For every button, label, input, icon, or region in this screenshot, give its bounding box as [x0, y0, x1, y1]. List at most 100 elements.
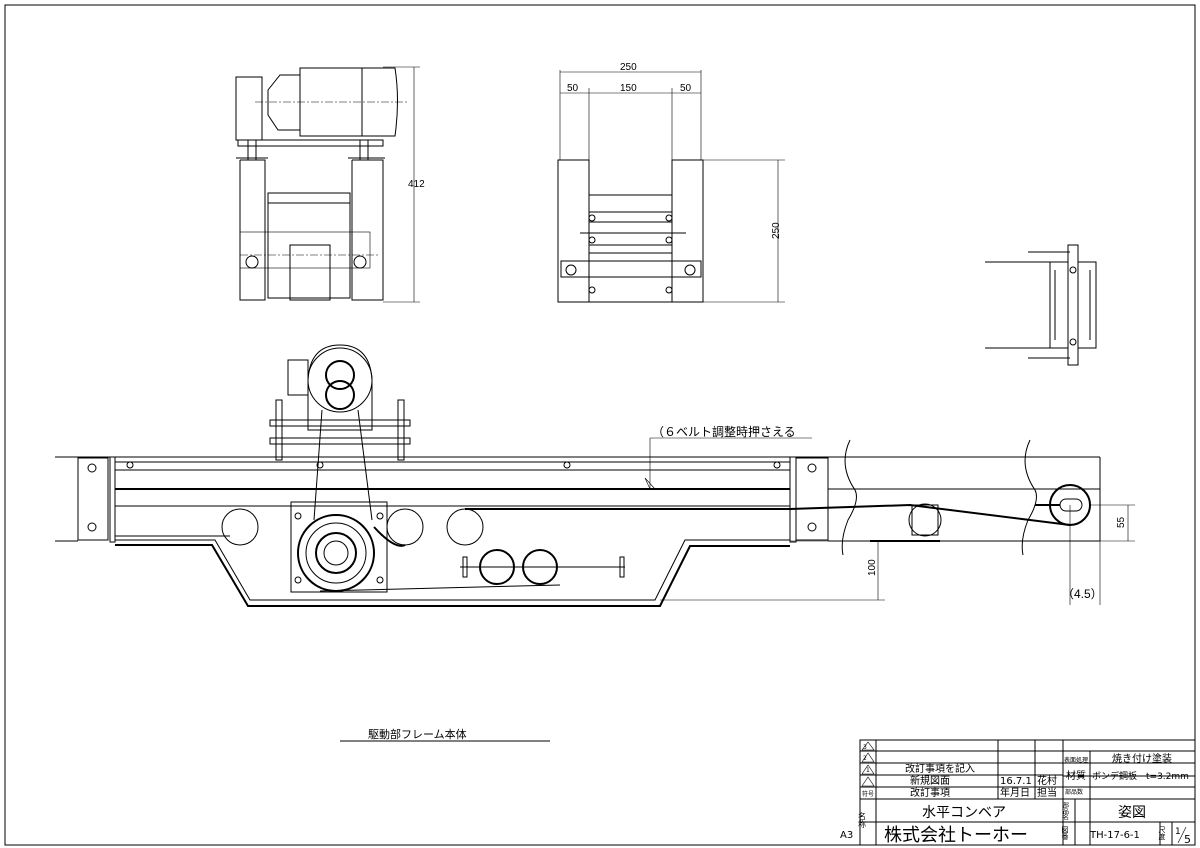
drawing-line [861, 741, 875, 751]
drawing-line [789, 456, 797, 543]
header-description: 改訂事項 [910, 786, 950, 799]
dim-offset: （4.5） [1062, 587, 1103, 601]
front-view: 250 50 150 50 250 [557, 62, 785, 303]
drawing-line [588, 214, 596, 222]
pulley [221, 508, 259, 546]
drawing-line [115, 544, 790, 607]
paper-size: A3 [840, 830, 853, 841]
dim-height-412: 412 [408, 179, 425, 190]
drawing-line [294, 512, 302, 520]
drawing-line [861, 764, 875, 775]
drawing-line [861, 752, 875, 763]
scale-denominator: 5 [1184, 833, 1191, 846]
drawing-line [376, 576, 384, 584]
product-name: 水平コンベア [922, 805, 1006, 821]
frame-left [236, 157, 268, 301]
cross-bar [560, 260, 702, 278]
drawing-line [1069, 266, 1077, 274]
frame-lower [115, 539, 790, 601]
drawing-line [359, 139, 369, 161]
drive-unit [267, 202, 351, 299]
material-value: ボンデ鋼板 t=3.2mm [1092, 770, 1189, 782]
drawing-line [109, 456, 116, 543]
drawing-line [315, 532, 357, 574]
part-name-label: 部品名 [1062, 801, 1069, 821]
drawing-line [87, 522, 97, 532]
drawing-line [684, 264, 696, 276]
drawing-line [325, 380, 355, 410]
drawing-line [313, 409, 323, 521]
view-caption: 駆動部フレーム本体 [368, 727, 467, 741]
motor-end [362, 67, 398, 137]
drive-plate [290, 501, 388, 593]
drawing-line [1049, 261, 1069, 349]
scale-numerator: 1 [1175, 827, 1181, 837]
drawing-line [353, 255, 367, 269]
drive-pulley [297, 514, 375, 592]
revision-mark: 2 [863, 755, 867, 762]
drawing-line [294, 576, 302, 584]
drawing-line [588, 236, 596, 244]
scale-label: 尺度 [1158, 826, 1166, 841]
header-mark: 符号 [862, 790, 874, 798]
drawing-line [1069, 338, 1077, 346]
name-label: 名称 [858, 811, 867, 829]
drawing-line [665, 286, 673, 294]
surface-label: 表面処理 [1064, 756, 1088, 764]
drawing-line [807, 463, 817, 473]
gearbox [267, 74, 300, 131]
pulley [386, 508, 424, 546]
idler-pulley [908, 503, 942, 537]
drawing-line [861, 741, 875, 787]
drawing-line [1059, 498, 1083, 512]
main-view: （６ベルト調整時押さえる 100 55 （4.5） 駆動部フレーム本体 [55, 344, 1135, 742]
drawing-line [565, 264, 577, 276]
drawing-line [245, 255, 259, 269]
motor-plate [269, 419, 411, 427]
revision-person: 花村 [1037, 774, 1057, 787]
dim-pulley-55: 55 [1116, 516, 1127, 528]
drawing-line [357, 409, 373, 521]
revision-mark: 1 [866, 767, 870, 774]
drawing-line [859, 739, 1196, 846]
drawing-line [1077, 261, 1097, 349]
company-name: 株式会社トーホー [884, 825, 1028, 846]
frame-right [348, 157, 385, 301]
drawing-line [325, 360, 355, 390]
dim-width-250: 250 [620, 62, 637, 73]
pulley [446, 508, 484, 546]
drawing-line [588, 194, 673, 303]
drawing-line [397, 399, 405, 461]
header-person: 担当 [1037, 786, 1057, 799]
drawing-line [87, 463, 97, 473]
drawing-line [665, 214, 673, 222]
drawing-line [644, 477, 656, 490]
drawing-line [807, 522, 817, 532]
drawing-line [773, 461, 781, 469]
frame-right [671, 159, 704, 303]
break-line [1021, 439, 1037, 556]
drawing-line [126, 461, 134, 469]
drawing-line [376, 512, 384, 520]
title-block: 3 2 1 改訂事項を記入 新規図面 16.7.1 花村 符号 改訂事項 年月日… [840, 739, 1196, 846]
drawing-line [269, 437, 411, 445]
drawing-line [373, 526, 406, 547]
drawing-line [307, 344, 373, 431]
material-label: 材質 [1066, 769, 1086, 782]
revision-mark: 3 [863, 744, 867, 751]
frame-left [557, 159, 590, 303]
surface-value: 焼き付け塗装 [1112, 752, 1172, 765]
drawing-line [323, 540, 349, 566]
revision-date: 16.7.1 [1000, 776, 1032, 787]
motor-base [237, 139, 384, 147]
drawing-line [911, 504, 939, 536]
revision-description: 改訂事項を記入 [905, 762, 975, 775]
drawing-line [305, 522, 367, 584]
drawing-line [861, 776, 875, 787]
drawing-line [247, 139, 257, 161]
drawing-line [289, 244, 331, 301]
end-view [985, 244, 1097, 366]
belt-adjust-note: （６ベルト調整時押さえる [652, 424, 796, 439]
revision-description: 新規図面 [910, 774, 950, 787]
drawing-border [4, 4, 1196, 846]
